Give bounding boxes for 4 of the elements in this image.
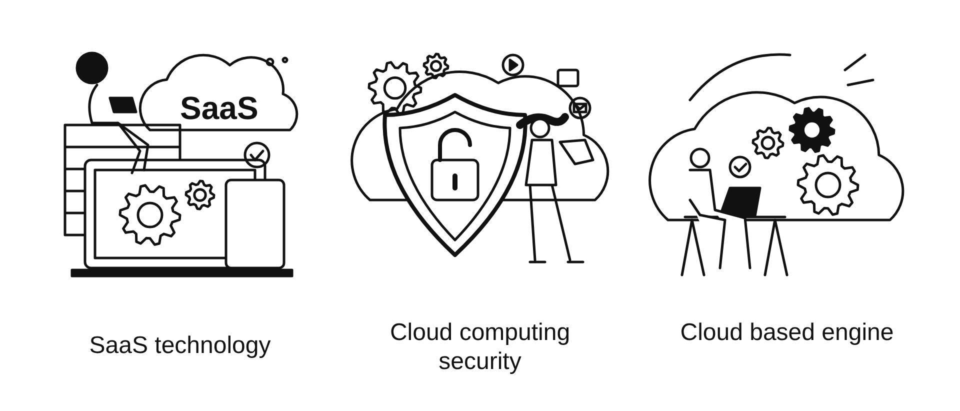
caption: SaaS technology [88, 331, 272, 360]
caption: Cloud based engine [679, 318, 895, 347]
caption: Cloud computing security [388, 318, 572, 376]
cloud-label: SaaS [180, 90, 258, 126]
